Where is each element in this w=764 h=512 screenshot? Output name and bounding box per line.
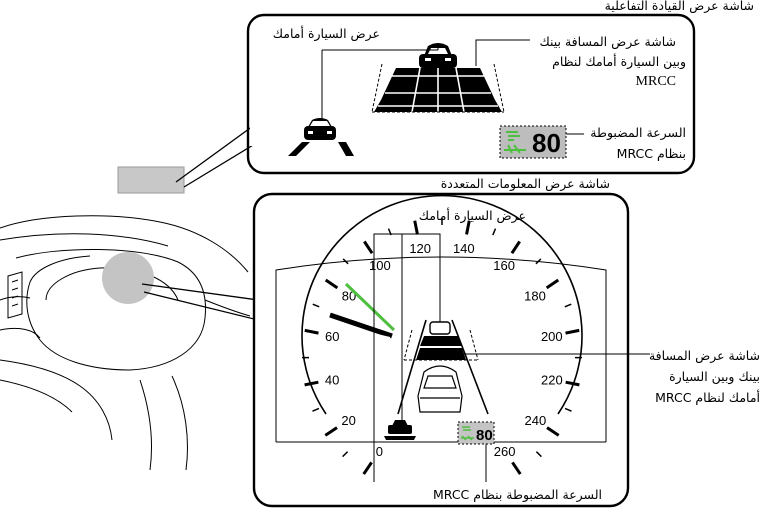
cluster-connector bbox=[141, 283, 259, 321]
gauge-tick bbox=[304, 380, 319, 387]
hud-distance-label-line2: وبين السيارة أمامك لنظام bbox=[552, 54, 686, 69]
gauge-tick bbox=[565, 328, 580, 335]
gauge-minor-tick bbox=[564, 407, 572, 412]
cluster-car-symbol bbox=[384, 420, 416, 440]
gauge-tick bbox=[363, 240, 374, 254]
gauge-tick-label: 40 bbox=[325, 373, 339, 388]
cluster-title: شاشة عرض المعلومات المتعددة bbox=[440, 176, 610, 191]
hud-speed-label-line2: بنظام MRCC bbox=[616, 146, 686, 161]
gauge-tick-label: 220 bbox=[541, 373, 563, 388]
gauge-minor-tick bbox=[312, 303, 320, 308]
gauge-tick bbox=[324, 278, 339, 290]
gauge-minor-tick bbox=[312, 407, 320, 412]
hud-leader-lines bbox=[321, 39, 584, 135]
gauge-tick-label: 120 bbox=[409, 241, 431, 256]
gauge-tick-label: 200 bbox=[541, 329, 563, 344]
cluster-car-ahead-icon bbox=[429, 321, 451, 335]
hud-distance-graphic bbox=[371, 63, 505, 113]
gauge-tick bbox=[546, 426, 560, 437]
cluster-set-speed-value: 80 bbox=[476, 427, 493, 444]
gauge-tick bbox=[324, 426, 338, 437]
hud-distance-label-line1: شاشة عرض المسافة بينك bbox=[539, 34, 676, 49]
gauge-tick-label: 100 bbox=[369, 258, 391, 273]
hud-mrcc-indicator-icon bbox=[504, 131, 526, 154]
hud-set-speed-box: 80 bbox=[499, 125, 567, 159]
cluster-own-car-icon bbox=[417, 365, 463, 413]
hud-distance-label-line3: MRCC bbox=[635, 74, 676, 89]
gauge-minor-tick bbox=[342, 258, 349, 265]
gauge-tick bbox=[511, 461, 522, 475]
gauge-tick-label: 160 bbox=[493, 258, 515, 273]
hud-screen-marker bbox=[117, 166, 185, 194]
gauge-tick bbox=[413, 220, 419, 235]
gauge-tick bbox=[465, 220, 471, 235]
cluster-road-graphic bbox=[384, 319, 489, 440]
gauge-minor-tick bbox=[564, 303, 572, 308]
hud-own-car-icon bbox=[288, 118, 354, 156]
cluster-distance-label-line2: بينك وبين السيارة bbox=[669, 369, 760, 384]
gauge-tick-label: 0 bbox=[376, 444, 383, 459]
dashboard-sketch bbox=[0, 215, 251, 471]
gauge-tick-label: 60 bbox=[325, 329, 339, 344]
gauge-tick bbox=[510, 240, 521, 254]
hud-speed-label-line1: السرعة المضبوطة bbox=[590, 125, 686, 140]
gauge-tick-label: 20 bbox=[341, 413, 355, 428]
hud-car-ahead-label: عرض السيارة أمامك bbox=[272, 26, 380, 41]
gauge-tick-label: 180 bbox=[524, 289, 546, 304]
gauge-tick-label: 240 bbox=[525, 413, 547, 428]
cluster-distance-label-line1: شاشة عرض المسافة bbox=[648, 348, 760, 363]
gauge-tick bbox=[545, 278, 560, 290]
hud-title: شاشة عرض القيادة التفاعلية bbox=[604, 0, 754, 13]
cluster-leader-lines bbox=[373, 233, 650, 482]
gauge-minor-tick bbox=[535, 451, 542, 458]
speed-gauge: 0 20 40 60 80 100 120 140 160 180 200 220 240 260 bbox=[301, 194, 583, 475]
cluster-speed-label: السرعة المضبوطة بنظام MRCC bbox=[432, 487, 602, 502]
cluster-set-speed-box: 80 bbox=[457, 421, 495, 445]
cluster-mrcc-indicator-icon bbox=[461, 426, 474, 441]
gauge-tick bbox=[565, 380, 580, 387]
cluster-distance-label-line3: أمامك لنظام MRCC bbox=[655, 390, 760, 405]
meter-highlight bbox=[102, 252, 154, 304]
hud-set-speed-value: 80 bbox=[532, 128, 561, 158]
gauge-tick bbox=[304, 328, 319, 335]
gauge-minor-tick bbox=[535, 258, 542, 265]
gauge-tick-label: 140 bbox=[453, 241, 475, 256]
gauge-minor-tick bbox=[342, 451, 349, 458]
cluster-car-ahead-label: عرض السيارة أمامك bbox=[418, 208, 526, 223]
gauge-tick bbox=[362, 461, 373, 475]
gauge-minor-tick bbox=[492, 228, 497, 236]
cluster-display-frame bbox=[275, 256, 607, 442]
gauge-tick-label: 260 bbox=[494, 444, 516, 459]
